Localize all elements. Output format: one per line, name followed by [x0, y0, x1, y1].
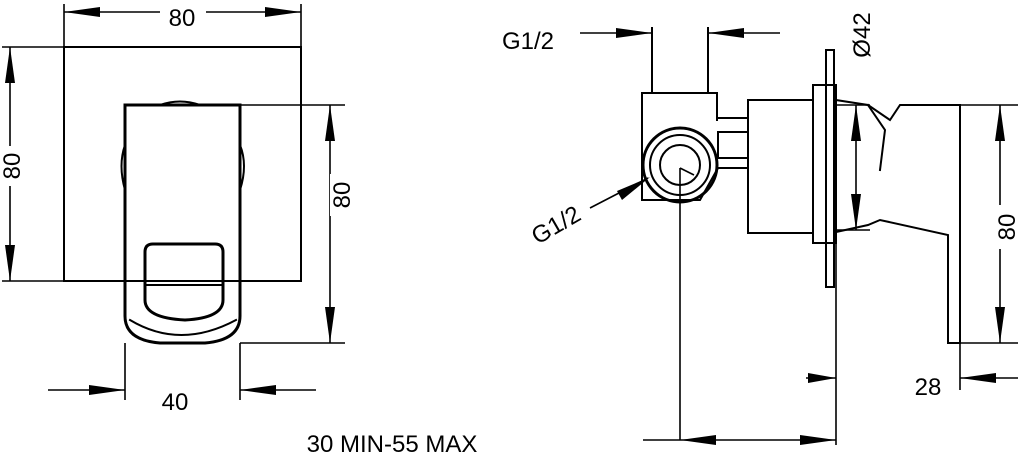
depth-arrow-right: [960, 373, 996, 383]
dia-arrow-top: [851, 105, 861, 141]
dim-height-side: 80: [994, 214, 1020, 241]
wall-plate-outline: [63, 46, 302, 282]
thread-top-arrow-right: [708, 28, 744, 38]
handle-bottom-curve: [128, 318, 238, 336]
dim-diameter: Ø42: [849, 12, 876, 57]
install-depth-arrow-right: [800, 435, 836, 445]
dim-left-label-bg: [0, 146, 22, 186]
height-arrow-bottom: [995, 307, 1005, 343]
dim-bottom-arrow-left: [89, 385, 125, 395]
install-depth-arrow-left: [680, 435, 716, 445]
wall-flange: [825, 49, 835, 288]
cartridge: [747, 99, 814, 234]
handle-body: [123, 103, 242, 345]
depth-arrow-left: [808, 373, 836, 383]
dim-width-top: 80: [169, 5, 196, 32]
escutcheon-ring: [812, 84, 837, 244]
handle-left-bulge: [120, 143, 127, 192]
handle-top-curve: [158, 100, 202, 107]
dim-right-arrow-bottom: [325, 307, 335, 343]
front-view: 80 80 80 40: [0, 0, 356, 416]
handle-right-bulge: [238, 143, 245, 192]
dim-width-bottom: 40: [162, 389, 189, 416]
height-label-bg: [998, 205, 1020, 249]
side-view: Ø42 G1/2 G1/2 80 28: [502, 12, 1020, 445]
inlet-center-mark: [679, 167, 695, 176]
dim-height-left: 80: [0, 153, 26, 180]
dim-top-arrow-right: [265, 7, 301, 17]
installation-depth-label: 30 MIN-55 MAX: [307, 431, 478, 458]
thread-side-arrow: [617, 177, 650, 200]
dim-right-arrow-top: [325, 105, 335, 141]
dim-top-arrow-left: [64, 7, 100, 17]
dim-right-label-bg: [330, 174, 356, 216]
thread-top-arrow-left: [616, 28, 652, 38]
thread-side-label: G1/2: [527, 201, 586, 250]
dim-left-arrow-bottom: [5, 245, 15, 281]
dim-depth: 28: [915, 374, 942, 401]
dim-top-label-bg: [160, 0, 206, 26]
lever: [143, 242, 225, 322]
dim-height-right: 80: [329, 182, 356, 209]
dim-left-arrow-top: [5, 47, 15, 83]
thread-top-label: G1/2: [502, 28, 554, 55]
dim-bottom-arrow-right: [240, 385, 276, 395]
dia-arrow-bottom: [851, 194, 861, 230]
height-arrow-top: [995, 105, 1005, 141]
handle-profile-inner: [866, 103, 887, 172]
